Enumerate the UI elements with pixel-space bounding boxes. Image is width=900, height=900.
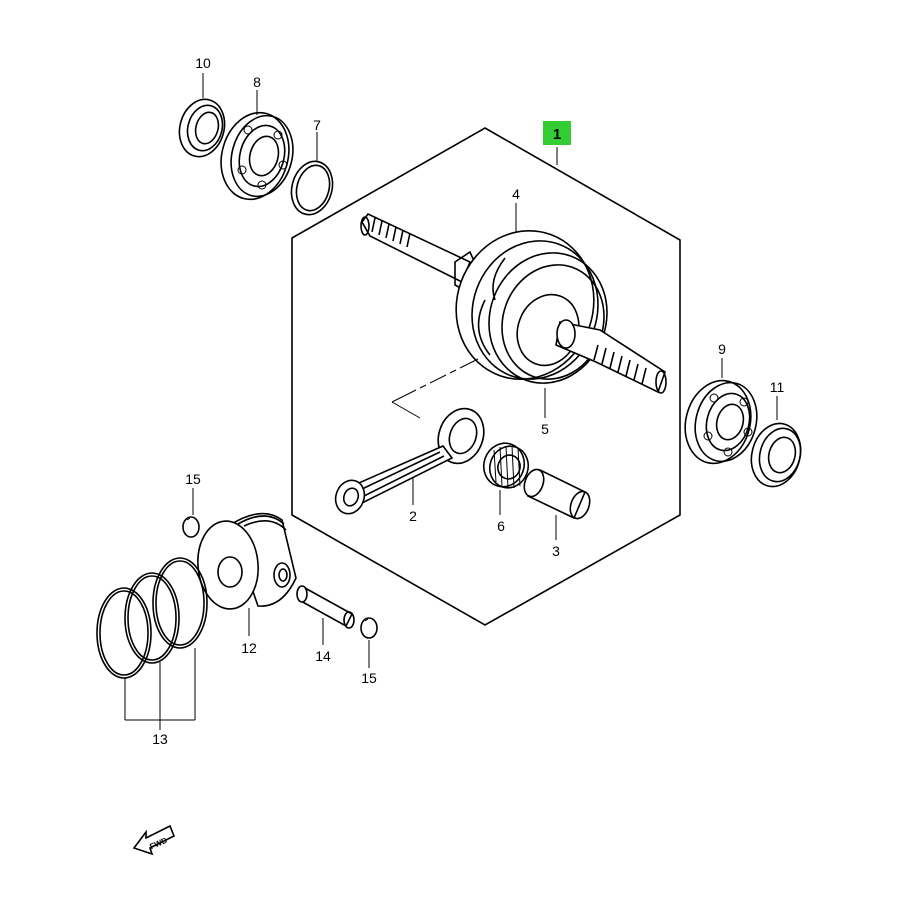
crankshaft-assembly-outline	[291, 127, 681, 626]
leader-lines	[124, 73, 778, 730]
fwd-arrow-icon: FWD	[132, 824, 176, 856]
callout-1[interactable]: 1	[553, 126, 561, 143]
callout-4[interactable]: 4	[512, 186, 520, 202]
callout-6[interactable]: 6	[497, 518, 505, 534]
part-13-piston-rings[interactable]	[96, 557, 208, 679]
part-9-bearing[interactable]	[676, 373, 765, 471]
callout-10[interactable]: 10	[195, 55, 211, 71]
callout-3[interactable]: 3	[552, 543, 560, 559]
part-2-connecting-rod[interactable]	[331, 402, 491, 518]
part-6-needle-bearing[interactable]	[478, 437, 534, 493]
callout-5[interactable]: 5	[541, 421, 549, 437]
part-15-circlip-lower[interactable]	[360, 617, 378, 639]
callout-7[interactable]: 7	[313, 117, 321, 133]
part-11-oil-seal[interactable]	[745, 418, 808, 492]
part-12-piston[interactable]	[194, 512, 297, 612]
callout-2[interactable]: 2	[409, 508, 417, 524]
part-4-crankshaft[interactable]	[360, 211, 667, 400]
highlight-box	[543, 121, 571, 145]
callout-15-lower[interactable]: 15	[361, 670, 377, 686]
callout-15-upper[interactable]: 15	[185, 471, 201, 487]
callout-13[interactable]: 13	[152, 731, 168, 747]
part-10-oil-seal[interactable]	[173, 94, 231, 161]
part-7-ring[interactable]	[286, 157, 339, 220]
callout-9[interactable]: 9	[718, 341, 726, 357]
callout-14[interactable]: 14	[315, 648, 331, 664]
assembly-centerline	[391, 358, 479, 403]
part-14-piston-pin[interactable]	[296, 585, 355, 629]
callout-8[interactable]: 8	[253, 74, 261, 90]
assembly-bracket	[391, 401, 421, 419]
callout-11[interactable]: 11	[770, 379, 785, 395]
part-8-bearing[interactable]	[212, 105, 302, 207]
part-3-crank-pin[interactable]	[521, 467, 593, 521]
callout-12[interactable]: 12	[241, 640, 257, 656]
part-15-circlip-upper[interactable]	[182, 516, 200, 538]
